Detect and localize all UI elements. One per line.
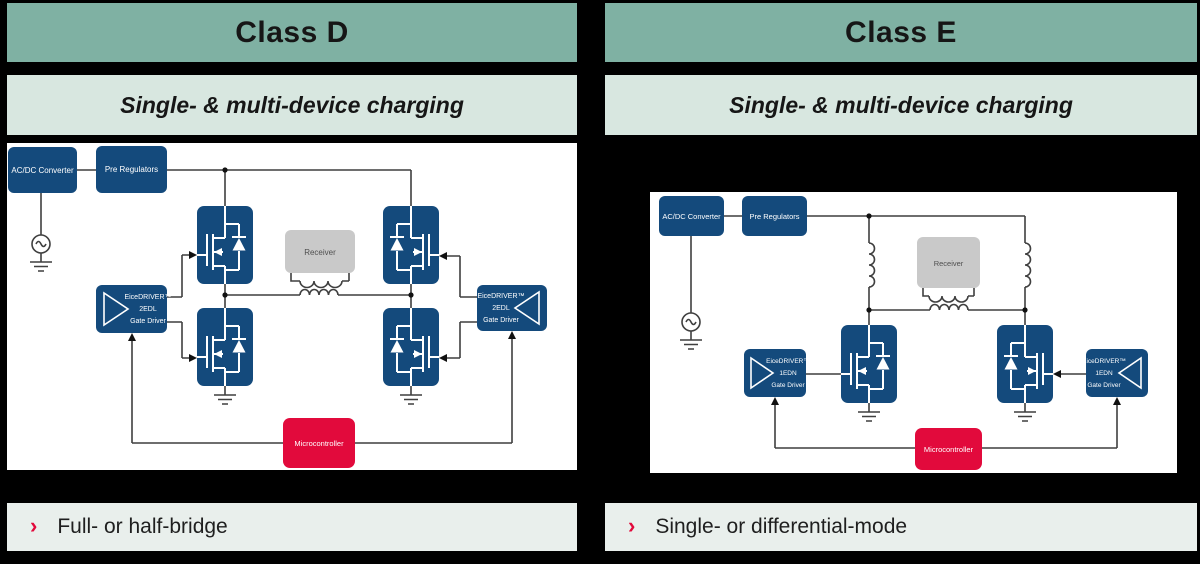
- mosfet-right: [997, 325, 1053, 403]
- ac-source-icon: [31, 234, 51, 254]
- junction-dots: [866, 213, 1028, 313]
- inductor-right-icon: [1024, 242, 1032, 288]
- receiver-label: Receiver: [934, 259, 964, 268]
- ground-icon: [214, 394, 236, 405]
- class-e-subtitle: Single- & multi-device charging: [729, 91, 1073, 118]
- microcontroller-block: Microcontroller: [915, 428, 982, 470]
- gate-driver-right-block: EiceDRIVER™ 2EDL Gate Driver: [477, 285, 547, 331]
- transformer-primary-coil-icon: [929, 303, 969, 311]
- wire-arrowheads: [128, 251, 516, 362]
- gate-driver-part: 2EDL: [492, 305, 510, 312]
- pre-regulators-label: Pre Regulators: [749, 212, 799, 221]
- inductor-left-icon: [868, 242, 876, 288]
- chevron-icon: ›: [628, 513, 636, 538]
- gate-driver-role: Gate Driver: [483, 317, 519, 324]
- chevron-icon: ›: [30, 513, 38, 538]
- class-d-subtitle-bar: Single- & multi-device charging: [7, 75, 577, 135]
- ac-source-icon: [681, 312, 701, 332]
- pre-regulators-label: Pre Regulators: [105, 165, 158, 174]
- gate-driver-right-block: EiceDRIVER™ 1EDN Gate Driver: [1082, 349, 1148, 397]
- gate-driver-role: Gate Driver: [1087, 382, 1121, 389]
- pre-regulators-block: Pre Regulators: [96, 146, 167, 193]
- gate-driver-name: EiceDRIVER™: [477, 293, 524, 300]
- class-e-circuit-svg: AC/DC Converter Pre Regulators Receiver …: [659, 196, 1148, 470]
- gate-driver-name: EiceDRIVER™: [766, 358, 810, 365]
- class-d-circuit-svg: AC/DC Converter Pre Regulators Receiver …: [8, 146, 547, 468]
- ground-icon: [1014, 411, 1036, 422]
- gate-driver-role: Gate Driver: [771, 382, 805, 389]
- pre-regulators-block: Pre Regulators: [742, 196, 807, 236]
- class-e-subtitle-bar: Single- & multi-device charging: [605, 75, 1197, 135]
- class-d-diagram: AC/DC Converter Pre Regulators Receiver …: [7, 143, 577, 470]
- class-d-wires: [30, 169, 513, 444]
- ground-icon: [858, 411, 880, 422]
- class-e-bullet-text: Single- or differential-mode: [655, 515, 908, 538]
- class-d-bullet-text: Full- or half-bridge: [57, 515, 228, 538]
- class-e-wires: [680, 215, 1118, 449]
- microcontroller-label: Microcontroller: [294, 439, 344, 448]
- gate-driver-left-block: EiceDRIVER™ 2EDL Gate Driver: [96, 285, 172, 333]
- wire-arrowheads: [771, 370, 1121, 405]
- receiver-block: Receiver: [917, 237, 980, 288]
- class-d-header: Class D: [7, 3, 577, 62]
- class-d-title: Class D: [235, 15, 349, 49]
- acdc-converter-block: AC/DC Converter: [659, 196, 724, 236]
- mosfet-left: [840, 324, 897, 404]
- gate-driver-name: EiceDRIVER™: [1082, 358, 1126, 365]
- mosfet-bottom-right: [383, 308, 439, 386]
- driver-triangle-icon: [103, 291, 130, 327]
- driver-triangle-icon: [513, 290, 540, 326]
- microcontroller-block: Microcontroller: [283, 418, 355, 468]
- mosfet-bottom-left: [196, 307, 253, 387]
- driver-triangle-icon: [750, 356, 775, 390]
- acdc-converter-label: AC/DC Converter: [662, 212, 721, 221]
- gate-driver-part: 2EDL: [139, 306, 157, 313]
- class-e-bullet-bar: › Single- or differential-mode: [605, 503, 1197, 551]
- gate-driver-left-block: EiceDRIVER™ 1EDN Gate Driver: [744, 349, 810, 397]
- acdc-converter-block: AC/DC Converter: [8, 147, 77, 193]
- gate-driver-part: 1EDN: [1095, 370, 1113, 377]
- junction-dots: [222, 167, 414, 298]
- receiver-label: Receiver: [304, 248, 336, 257]
- ground-icon: [400, 394, 422, 405]
- microcontroller-label: Microcontroller: [924, 445, 974, 454]
- driver-triangle-icon: [1117, 356, 1142, 390]
- transformer-primary-coil-icon: [299, 288, 339, 296]
- mosfet-top-left: [196, 205, 253, 285]
- gate-driver-part: 1EDN: [779, 370, 797, 377]
- class-d-bullet-bar: › Full- or half-bridge: [7, 503, 577, 551]
- receiver-block: Receiver: [285, 230, 355, 273]
- class-e-header: Class E: [605, 3, 1197, 62]
- class-d-subtitle: Single- & multi-device charging: [120, 91, 464, 118]
- ground-icon: [680, 339, 702, 350]
- transformer-secondary-coil-icon: [922, 288, 975, 303]
- transformer-secondary-coil-icon: [290, 273, 350, 289]
- gate-driver-name: EiceDRIVER™: [124, 294, 171, 301]
- mosfet-top-right: [383, 206, 439, 284]
- acdc-converter-label: AC/DC Converter: [11, 166, 74, 175]
- gate-driver-role: Gate Driver: [130, 318, 166, 325]
- ground-icon: [30, 261, 52, 272]
- class-e-diagram: AC/DC Converter Pre Regulators Receiver …: [650, 192, 1177, 473]
- class-e-title: Class E: [845, 15, 957, 49]
